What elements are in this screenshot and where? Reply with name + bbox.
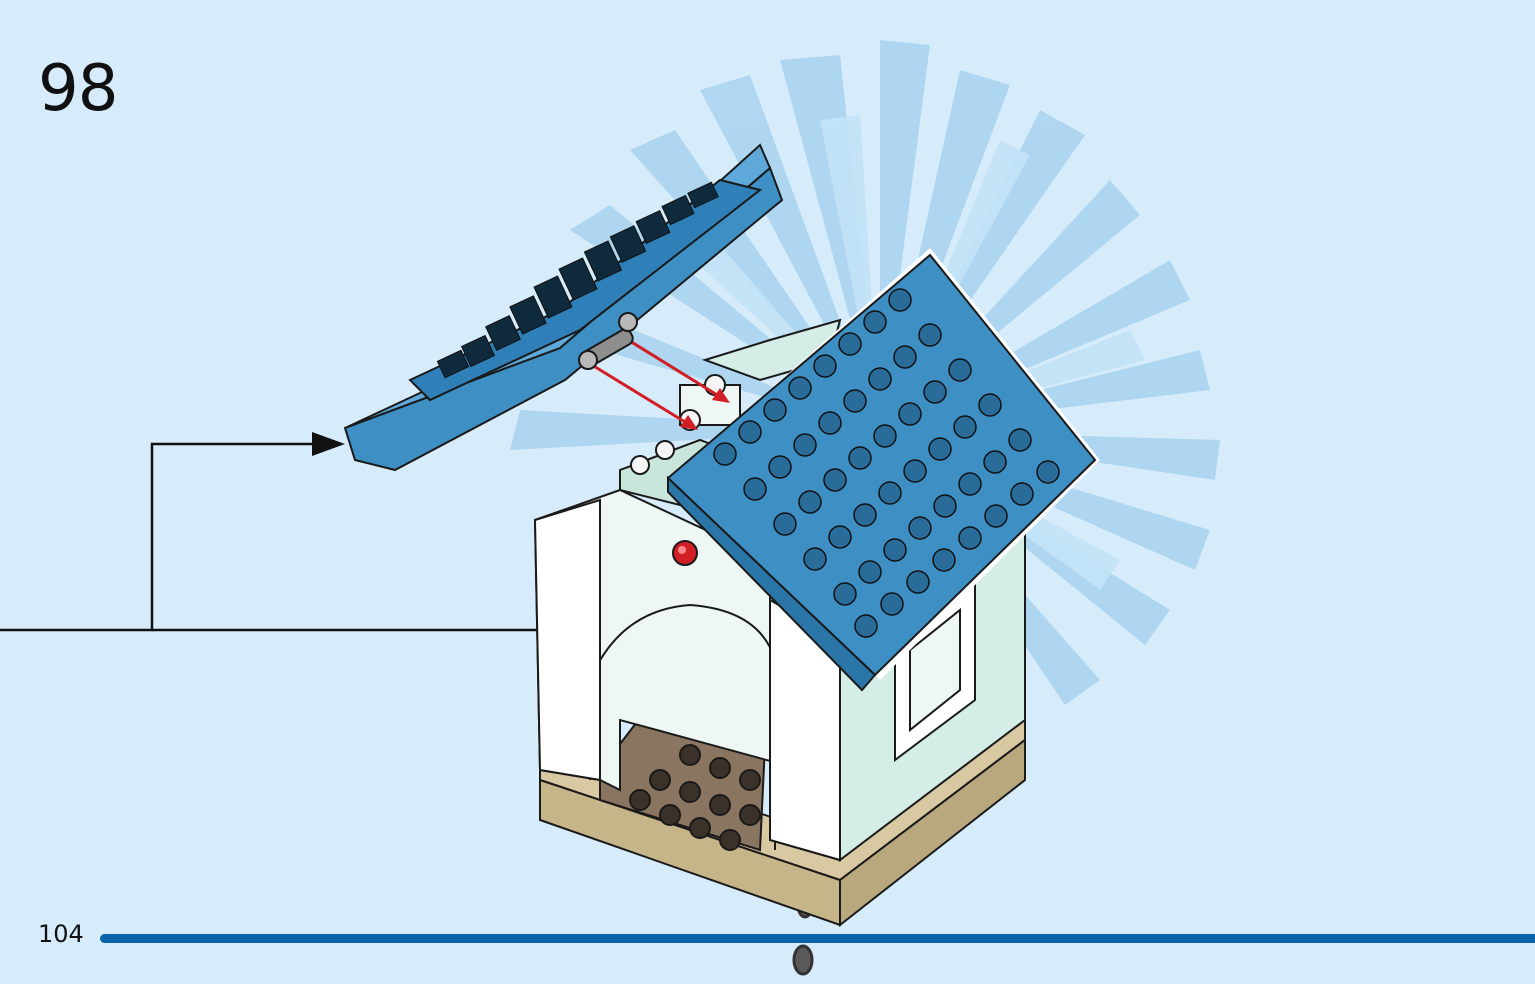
page-progress-bar — [100, 934, 1535, 943]
roof-panel-icon — [666, 248, 1100, 692]
step-number: 98 — [38, 52, 118, 126]
placement-arrows — [591, 336, 730, 430]
page-number: 104 — [38, 920, 84, 948]
callout-arrowhead-top — [312, 432, 345, 456]
detached-roof-panel — [343, 143, 784, 472]
